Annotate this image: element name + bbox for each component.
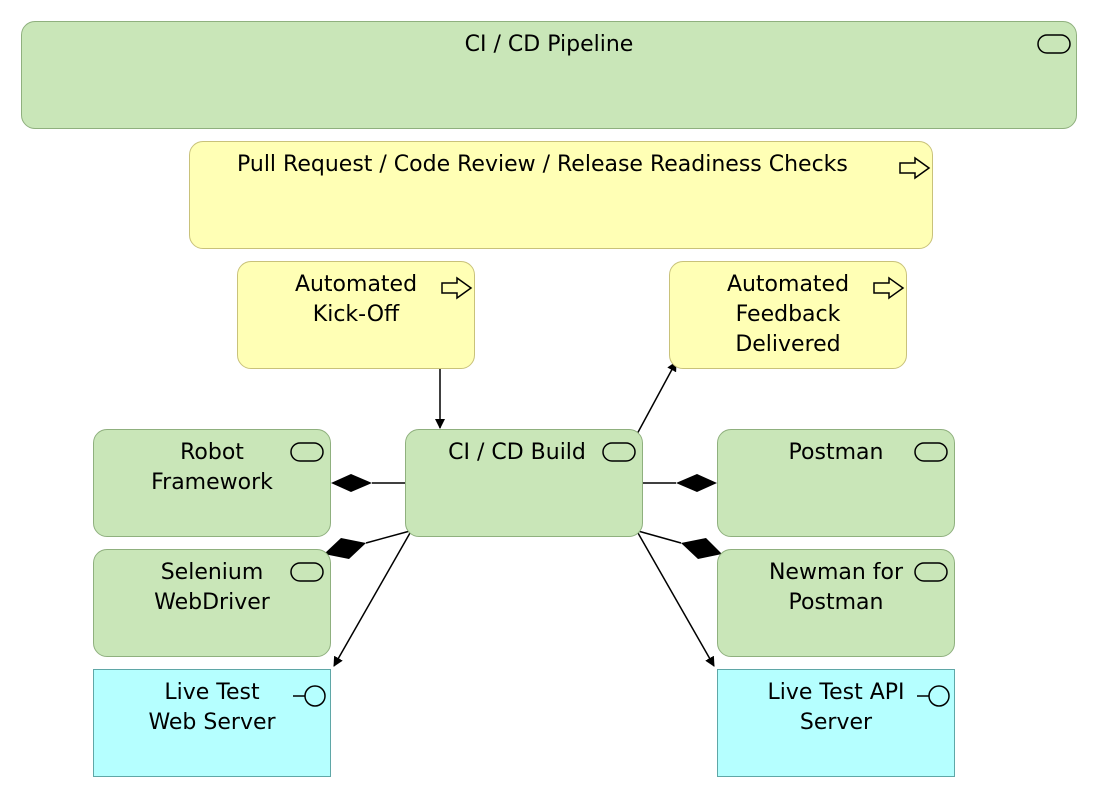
- service-icon: [914, 562, 948, 582]
- selenium-label-line2: WebDriver: [154, 590, 270, 615]
- process-arrow-icon: [441, 276, 473, 300]
- api-server-label-line1: Live Test API: [767, 680, 905, 705]
- process-arrow-icon: [873, 276, 905, 300]
- newman-node[interactable]: Newman for Postman: [717, 549, 955, 657]
- api-server-node[interactable]: Live Test API Server: [717, 669, 955, 777]
- selenium-webdriver-node[interactable]: Selenium WebDriver: [93, 549, 331, 657]
- service-icon: [914, 442, 948, 462]
- pull-request-label: Pull Request / Code Review / Release Rea…: [237, 152, 848, 177]
- pipeline-node[interactable]: CI / CD Pipeline: [21, 21, 1077, 129]
- selenium-composition-diamond: [324, 538, 366, 559]
- build-newman-composition-line: [637, 530, 682, 544]
- postman-composition-diamond: [676, 474, 717, 492]
- robot-composition-diamond: [331, 474, 372, 492]
- service-icon: [290, 562, 324, 582]
- robot-framework-node[interactable]: Robot Framework: [93, 429, 331, 537]
- pipeline-label: CI / CD Pipeline: [464, 32, 634, 57]
- build-node[interactable]: CI / CD Build: [405, 429, 643, 537]
- kickoff-label-line1: Automated: [294, 272, 418, 297]
- service-icon: [1037, 34, 1071, 54]
- build-to-apiserver-arrow: [637, 532, 715, 667]
- kickoff-node[interactable]: Automated Kick-Off: [237, 261, 475, 369]
- newman-composition-diamond: [681, 538, 722, 559]
- interface-icon: [293, 685, 326, 707]
- postman-node[interactable]: Postman: [717, 429, 955, 537]
- build-label: CI / CD Build: [448, 440, 586, 465]
- robot-label-line2: Framework: [151, 470, 273, 495]
- process-arrow-icon: [899, 156, 931, 180]
- service-icon: [290, 442, 324, 462]
- feedback-node[interactable]: Automated Feedback Delivered: [669, 261, 907, 369]
- newman-label-line2: Postman: [788, 590, 884, 615]
- api-server-label-line2: Server: [799, 710, 873, 735]
- pull-request-node[interactable]: Pull Request / Code Review / Release Rea…: [189, 141, 933, 249]
- feedback-label-line2: Feedback: [735, 302, 841, 327]
- build-to-feedback-arrow: [635, 361, 677, 437]
- kickoff-label-line2: Kick-Off: [312, 302, 400, 327]
- feedback-label-line1: Automated: [726, 272, 850, 297]
- selenium-label-line1: Selenium: [160, 560, 264, 585]
- web-server-label-line1: Live Test: [164, 680, 260, 705]
- service-icon: [602, 442, 636, 462]
- robot-label-line1: Robot: [180, 440, 244, 465]
- feedback-label-line3: Delivered: [735, 332, 841, 357]
- web-server-label-line2: Web Server: [148, 710, 276, 735]
- interface-icon: [917, 685, 950, 707]
- web-server-node[interactable]: Live Test Web Server: [93, 669, 331, 777]
- postman-label: Postman: [788, 440, 884, 465]
- build-selenium-composition-line: [365, 530, 411, 544]
- build-to-webserver-arrow: [333, 532, 411, 667]
- newman-label-line1: Newman for: [768, 560, 904, 585]
